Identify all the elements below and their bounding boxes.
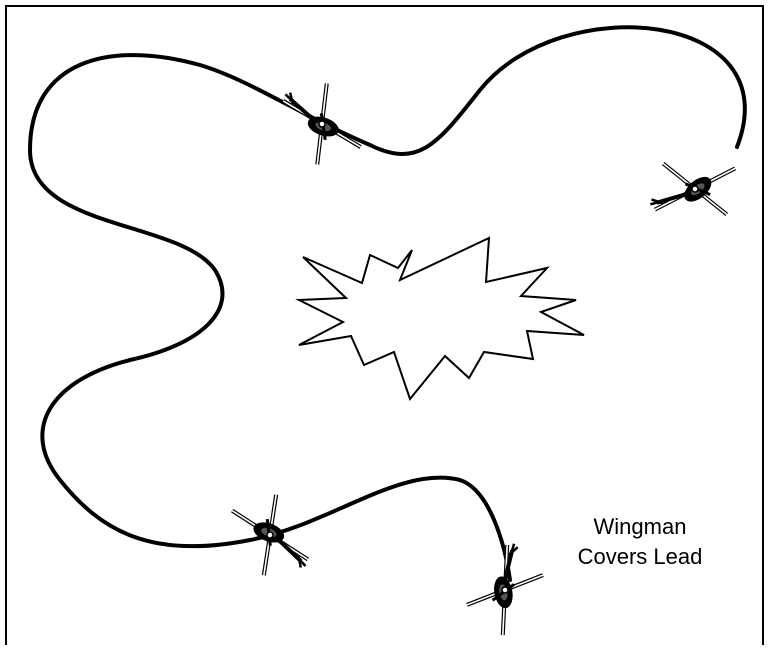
explosion-icon [299, 238, 584, 399]
helicopter-icon [268, 72, 376, 175]
helicopter-icon [215, 482, 325, 587]
caption: Wingman Covers Lead [540, 512, 740, 572]
caption-line-1: Wingman [540, 512, 740, 542]
helicopter-icon [458, 540, 552, 641]
caption-line-2: Covers Lead [540, 542, 740, 572]
